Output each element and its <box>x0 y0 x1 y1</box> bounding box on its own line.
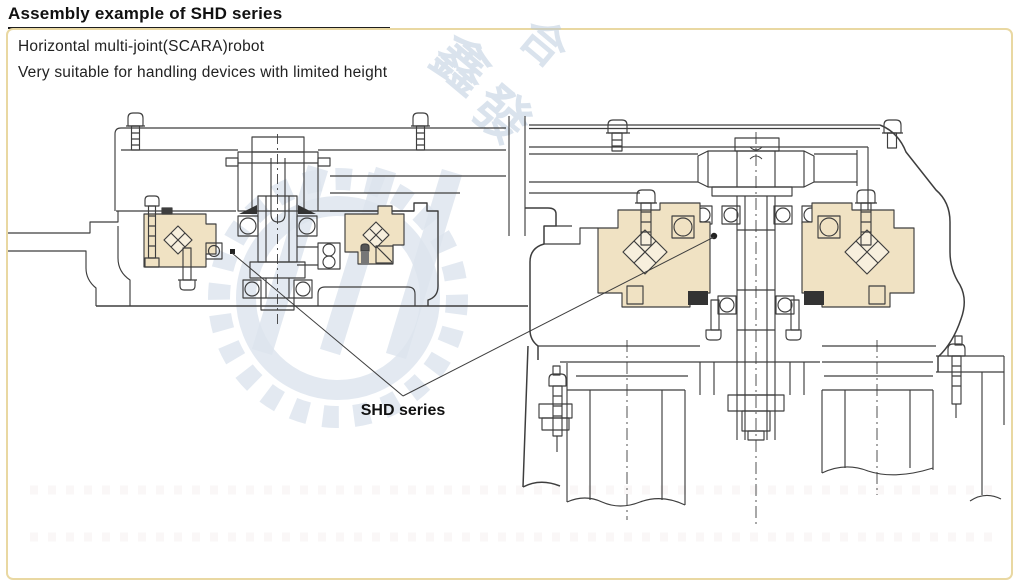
left-joint-assembly <box>8 134 528 326</box>
shd-series-label: SHD series <box>360 402 446 419</box>
bolt-icon <box>705 299 722 341</box>
ball-bearing-icon <box>242 279 262 299</box>
shd-gear-unit <box>297 205 405 270</box>
shd-gear-unit <box>801 189 915 308</box>
right-housing-detail <box>538 225 1005 502</box>
ball-bearing-icon <box>317 242 341 270</box>
ball-bearing-icon <box>721 205 741 225</box>
right-joint-assembly <box>522 124 1005 524</box>
ball-bearing-icon <box>773 205 793 225</box>
bolt-icon <box>635 189 657 246</box>
callout <box>230 232 718 397</box>
bolt-icon <box>411 112 430 151</box>
robot-arm <box>114 112 903 236</box>
cross-roller-bearing-icon <box>163 225 193 255</box>
ball-bearing-icon <box>717 295 737 315</box>
bolt-icon <box>538 365 573 452</box>
bolt-icon <box>855 189 877 246</box>
ball-bearing-icon <box>671 215 695 239</box>
shd-gear-unit <box>143 195 223 291</box>
bolt-icon <box>178 247 197 291</box>
bolt-icon <box>882 119 903 149</box>
bolt-icon <box>785 299 802 341</box>
left-shaft-unit <box>237 134 318 326</box>
watermark-character: 合 <box>509 7 579 78</box>
left-motor <box>225 136 331 223</box>
ball-bearing-icon <box>775 295 795 315</box>
description-line-1: Horizontal multi-joint(SCARA)robot <box>18 38 265 55</box>
bolt-icon <box>947 335 966 418</box>
callout-dot <box>230 249 235 254</box>
watermark-faint-rows <box>30 485 1000 542</box>
left-housing <box>8 202 528 307</box>
break-lines <box>508 116 526 236</box>
bolt-icon <box>126 112 145 151</box>
leader-line <box>231 252 404 397</box>
ball-bearing-icon <box>205 242 223 260</box>
bolt-icon <box>144 195 160 268</box>
shd-gear-unit <box>597 189 711 308</box>
bolt-icon <box>606 119 630 152</box>
description-line-2: Very suitable for handling devices with … <box>18 64 388 81</box>
cross-roller-bearing-icon <box>622 229 668 275</box>
leader-line <box>402 236 715 397</box>
right-lower-structure <box>538 299 966 520</box>
cross-section-drawing <box>8 112 1005 524</box>
right-shaft-unit <box>685 132 829 524</box>
ball-bearing-icon <box>817 215 841 239</box>
content-frame <box>6 28 1013 580</box>
right-housing <box>522 124 965 488</box>
cross-roller-bearing-icon <box>844 229 890 275</box>
ball-bearing-icon <box>293 279 313 299</box>
